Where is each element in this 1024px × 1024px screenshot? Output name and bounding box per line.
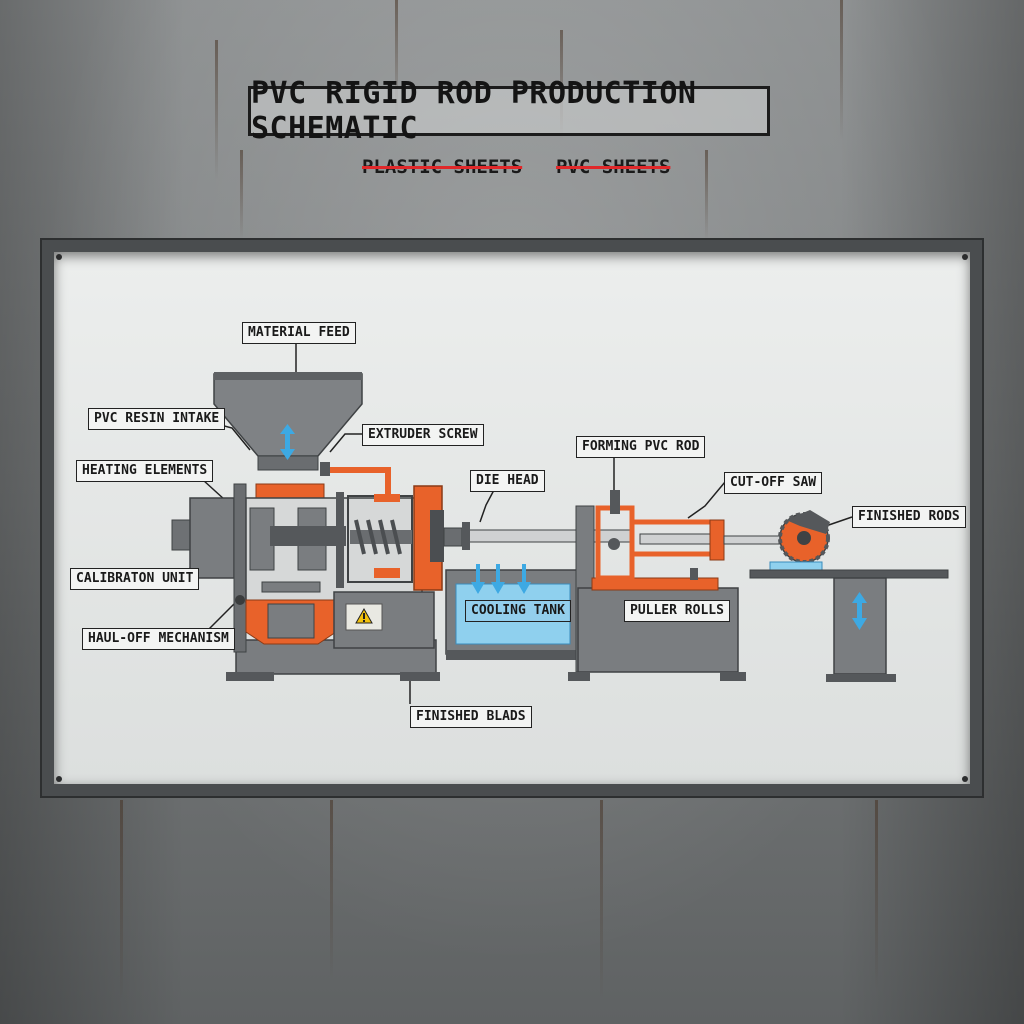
haul-off-gear <box>267 603 315 639</box>
heater-band <box>374 494 400 502</box>
rod-clamp <box>462 522 470 550</box>
machine-foot <box>400 672 440 681</box>
forming-actuator <box>610 490 620 514</box>
struck-label-pvc-sheets: PVC SHEETS <box>556 156 671 178</box>
rust-streak <box>840 0 843 140</box>
saw-guard <box>786 510 830 534</box>
label-extruder-screw: EXTRUDER SCREW <box>362 424 484 446</box>
rivet <box>962 776 968 782</box>
label-calibration-unit: CALIBRATON UNIT <box>70 568 200 590</box>
puller-end-block <box>709 519 725 561</box>
die-nozzle <box>443 527 463 547</box>
pivot-bolt <box>235 595 245 605</box>
vertical-double-arrow-icon <box>852 592 867 630</box>
rivet <box>962 254 968 260</box>
screw-flights <box>354 519 402 555</box>
rust-streak <box>240 150 243 240</box>
rust-streak <box>705 150 708 240</box>
label-heating-elements: HEATING ELEMENTS <box>76 460 214 482</box>
rust-streak <box>875 800 878 990</box>
output-table-top <box>749 569 949 579</box>
barrel-wall <box>336 492 344 588</box>
feed-pipe <box>324 467 391 496</box>
finished-rods-tray <box>769 561 823 571</box>
motor-flange <box>233 483 247 653</box>
rust-streak <box>330 800 333 980</box>
label-die-head: DIE HEAD <box>470 470 545 492</box>
rust-streak <box>215 40 218 180</box>
label-cut-off-saw: CUT-OFF SAW <box>724 472 823 494</box>
tank-base <box>446 650 580 660</box>
vertical-double-arrow-icon <box>280 424 295 460</box>
rust-streak <box>560 30 563 140</box>
forming-roller <box>608 538 620 550</box>
hopper-rim <box>214 372 362 380</box>
label-material-feed: MATERIAL FEED <box>242 322 356 344</box>
machine-foot <box>226 672 274 681</box>
rivet <box>56 254 62 260</box>
extruded-rod <box>461 529 633 543</box>
die-plate <box>430 510 444 562</box>
pipe-fitting <box>320 462 330 476</box>
label-haul-off-mechanism: HAUL-OFF MECHANISM <box>82 628 235 650</box>
rust-streak <box>395 0 398 120</box>
heater-band <box>374 568 400 578</box>
label-cooling-tank: COOLING TANK <box>465 600 571 622</box>
puller-rolls <box>639 533 711 545</box>
label-finished-blads: FINISHED BLADS <box>410 706 532 728</box>
haul-off-plate <box>261 581 321 593</box>
puller-rail <box>591 577 719 591</box>
puller-bolt <box>690 568 698 580</box>
rivet <box>56 776 62 782</box>
drive-motor <box>189 497 235 579</box>
rust-streak <box>600 800 603 1000</box>
label-pvc-resin-intake: PVC RESIN INTAKE <box>88 408 226 430</box>
machine-foot <box>720 672 746 681</box>
rust-streak <box>120 800 123 1000</box>
drive-shaft <box>270 526 346 546</box>
heating-element <box>255 483 325 499</box>
struck-label-plastic-sheets: PLASTIC SHEETS <box>362 156 523 178</box>
label-finished-rods: FINISHED RODS <box>852 506 966 528</box>
label-forming-pvc-rod: FORMING PVC ROD <box>576 436 706 458</box>
machine-foot <box>826 674 896 682</box>
machine-foot <box>568 672 590 681</box>
warning-icon <box>355 607 373 624</box>
label-puller-rolls: PULLER ROLLS <box>624 600 730 622</box>
down-arrow-icon <box>471 564 531 594</box>
rod-to-saw <box>723 535 785 545</box>
